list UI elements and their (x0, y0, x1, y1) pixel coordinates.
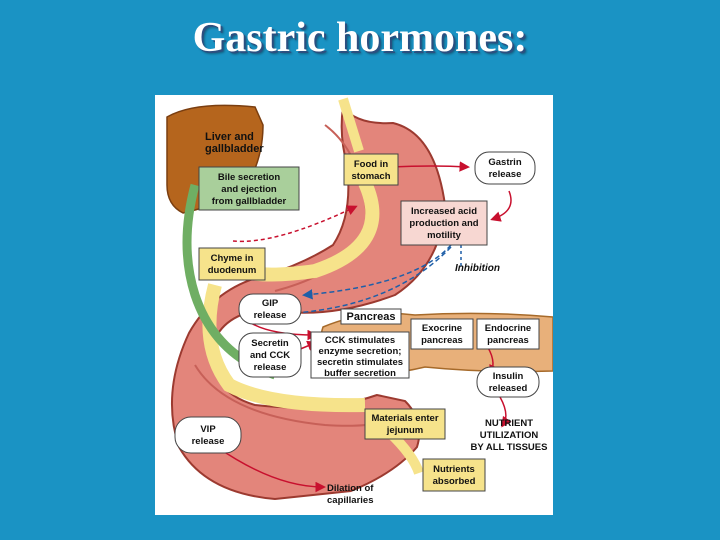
gastrin-release-box: Gastrin release (475, 152, 535, 184)
cck-line-2: enzyme secretion; (319, 346, 402, 357)
insulin-line-2: released (489, 383, 528, 394)
materials-enter-jejunum-box: Materials enter jejunum (365, 409, 445, 439)
slide-title: Gastric hormones: (0, 14, 720, 62)
nutrient-util-line-1: NUTRIENT (485, 418, 533, 429)
exocrine-line-1: Exocrine (422, 323, 462, 334)
liver-label-line-1: Liver and (205, 131, 254, 143)
increased-acid-box: Increased acid production and motility (401, 201, 487, 245)
pancreas-label-box: Pancreas (341, 309, 401, 324)
gip-release-box: GIP release (239, 294, 301, 324)
chyme-in-duodenum-box: Chyme in duodenum (199, 248, 265, 280)
pancreas-label: Pancreas (347, 311, 396, 323)
nutrient-util-line-3: BY ALL TISSUES (471, 442, 548, 453)
dilation-line-2: capillaries (327, 495, 373, 506)
insulin-line-1: Insulin (493, 371, 524, 382)
gastrin-release-line-2: release (489, 169, 522, 180)
exocrine-pancreas-box: Exocrine pancreas (411, 319, 473, 349)
bile-secretion-box: Bile secretion and ejection from gallbla… (199, 167, 299, 210)
food-in-stomach-line-1: Food in (354, 159, 388, 170)
endocrine-line-2: pancreas (487, 335, 529, 346)
nutrients-line-2: absorbed (433, 476, 476, 487)
cck-line-3: secretin stimulates (317, 357, 403, 368)
liver-label-line-2: gallbladder (205, 143, 264, 155)
food-in-stomach-line-2: stomach (351, 171, 390, 182)
cck-line-4: buffer secretion (324, 368, 396, 379)
gip-release-line-2: release (254, 310, 287, 321)
vip-line-1: VIP (200, 424, 216, 435)
digestive-hormone-diagram: Liver and gallbladder Food in stomach Ga… (155, 95, 553, 515)
secretin-line-1: Secretin (251, 338, 289, 349)
insulin-released-box: Insulin released (477, 367, 539, 397)
cck-line-1: CCK stimulates (325, 335, 395, 346)
bile-secretion-line-1: Bile secretion (218, 172, 280, 183)
exocrine-line-2: pancreas (421, 335, 463, 346)
vip-release-box: VIP release (175, 417, 241, 453)
chyme-line-2: duodenum (208, 265, 257, 276)
cck-stimulates-box: CCK stimulates enzyme secretion; secreti… (311, 332, 409, 379)
secretin-line-2: and CCK (250, 350, 290, 361)
jejunum-line-2: jejunum (386, 425, 423, 436)
increased-acid-line-1: Increased acid (411, 206, 477, 217)
vip-line-2: release (192, 436, 225, 447)
nutrients-line-1: Nutrients (433, 464, 475, 475)
dilation-line-1: Dilation of (327, 483, 374, 494)
chyme-line-1: Chyme in (211, 253, 254, 264)
endocrine-pancreas-box: Endocrine pancreas (477, 319, 539, 349)
gip-release-line-1: GIP (262, 298, 279, 309)
secretin-cck-release-box: Secretin and CCK release (239, 333, 301, 377)
endocrine-line-1: Endocrine (485, 323, 531, 334)
bile-secretion-line-2: and ejection (221, 184, 277, 195)
dilation-of-capillaries-label: Dilation of capillaries (327, 483, 374, 506)
secretin-line-3: release (254, 362, 287, 373)
gastrin-release-line-1: Gastrin (488, 157, 521, 168)
bile-secretion-line-3: from gallbladder (212, 196, 287, 207)
increased-acid-line-2: production and (409, 218, 478, 229)
increased-acid-line-3: motility (427, 230, 461, 241)
nutrient-utilization-label: NUTRIENT UTILIZATION BY ALL TISSUES (471, 418, 548, 453)
jejunum-line-1: Materials enter (371, 413, 438, 424)
inhibition-label: Inhibition (455, 263, 500, 274)
nutrient-util-line-2: UTILIZATION (480, 430, 539, 441)
nutrients-absorbed-box: Nutrients absorbed (423, 459, 485, 491)
food-in-stomach-box: Food in stomach (344, 154, 398, 185)
